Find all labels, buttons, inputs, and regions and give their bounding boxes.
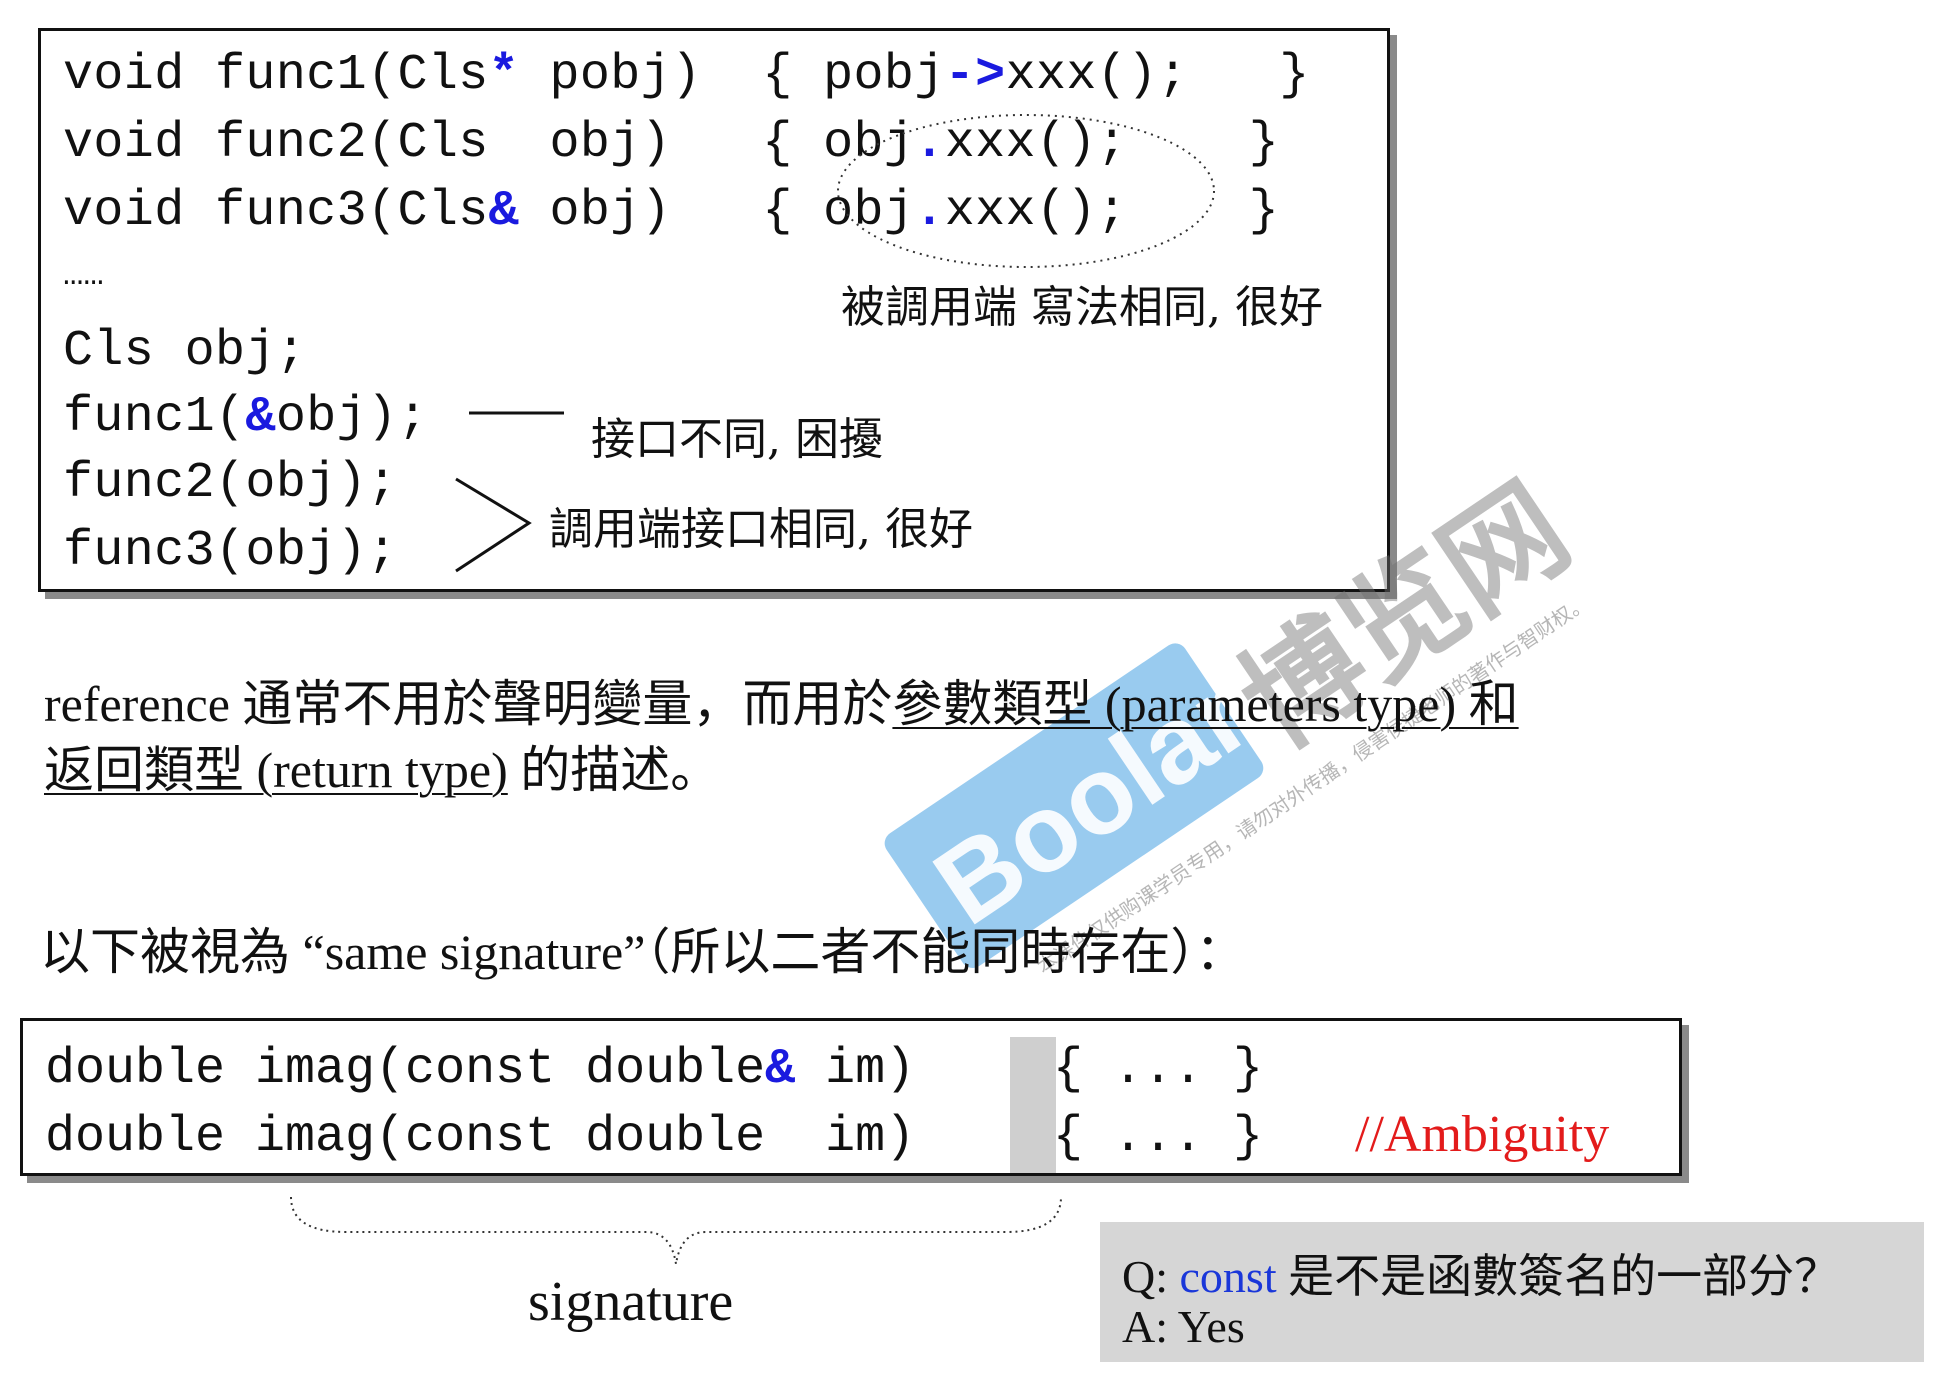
chevron-connector	[455, 477, 532, 573]
code-line-decl: Cls obj;	[63, 323, 307, 380]
code-line-call2: func2(obj);	[63, 455, 398, 512]
note-call1-diff: 接口不同, 困擾	[591, 414, 883, 465]
code-line-imag-val-body: { ... }	[1053, 1109, 1264, 1166]
code-line-call3: func3(obj);	[63, 523, 398, 580]
note-callee-same: 被調用端 寫法相同, 很好	[841, 282, 1323, 333]
code-line-func1: void func1(Cls* pobj) { pobj->xxx(); }	[63, 47, 1310, 104]
code-line-func2: void func2(Cls obj) { obj.xxx(); }	[63, 115, 1280, 172]
question-text: Q: const 是不是函數簽名的一部分？	[1122, 1251, 1841, 1302]
answer-text: A: Yes	[1122, 1301, 1245, 1352]
paragraph-reference-line1: reference 通常不用於聲明變量，而用於參數類型 (parameters …	[44, 676, 1519, 732]
paragraph-reference-line2: 返回類型 (return type) 的描述。	[44, 742, 721, 798]
connector-line	[469, 411, 564, 415]
code-line-imag-ref: double imag(const double& im)	[45, 1041, 916, 1098]
paragraph-same-signature: 以下被視為 “same signature”（所以二者不能同時存在）：	[40, 924, 1246, 980]
ambiguity-comment: //Ambiguity	[1355, 1106, 1610, 1163]
qa-box: Q: const 是不是函數簽名的一部分？ A: Yes	[1100, 1222, 1924, 1362]
code-line-imag-ref-body: { ... }	[1053, 1041, 1264, 1098]
gray-highlight-bar	[1010, 1037, 1056, 1173]
code-line-func3: void func3(Cls& obj) { obj.xxx(); }	[63, 183, 1280, 240]
dotted-ellipse	[837, 114, 1215, 268]
ellipsis: ……	[63, 257, 104, 295]
code-block-top: void func1(Cls* pobj) { pobj->xxx(); } v…	[38, 28, 1390, 592]
signature-label: signature	[528, 1271, 734, 1333]
code-line-imag-val: double imag(const double im)	[45, 1109, 916, 1166]
signature-brace	[290, 1196, 1062, 1265]
code-line-call1: func1(&obj);	[63, 389, 428, 446]
note-call23-same: 調用端接口相同, 很好	[549, 504, 973, 555]
code-block-bottom: double imag(const double& im) { ... } do…	[20, 1018, 1682, 1176]
